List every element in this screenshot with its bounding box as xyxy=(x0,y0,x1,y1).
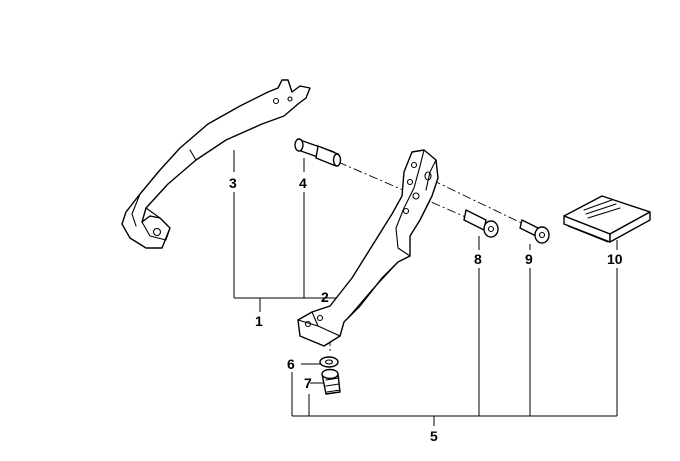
callout-6: 6 xyxy=(287,356,295,372)
part-8-bolt xyxy=(463,209,499,238)
callout-1: 1 xyxy=(255,313,263,329)
part-2-bracket xyxy=(297,149,439,347)
callout-2: 2 xyxy=(321,289,329,305)
part-7-screw xyxy=(321,368,341,395)
callout-3: 3 xyxy=(229,175,237,191)
callout-8: 8 xyxy=(474,251,482,267)
leader-lines xyxy=(233,150,618,426)
callout-10: 10 xyxy=(607,251,623,267)
part-6-washer xyxy=(319,356,339,368)
part-3-strut xyxy=(121,79,311,249)
callout-7: 7 xyxy=(304,375,312,391)
callout-labels: 3 4 2 1 6 7 8 9 10 5 xyxy=(229,175,623,444)
part-10-manual xyxy=(563,195,651,243)
callout-5: 5 xyxy=(430,428,438,444)
callout-9: 9 xyxy=(525,251,533,267)
part-4-pin xyxy=(294,138,342,167)
axis-bracket-to-9 xyxy=(431,179,537,231)
part-9-bolt xyxy=(519,219,550,244)
callout-4: 4 xyxy=(299,175,307,191)
